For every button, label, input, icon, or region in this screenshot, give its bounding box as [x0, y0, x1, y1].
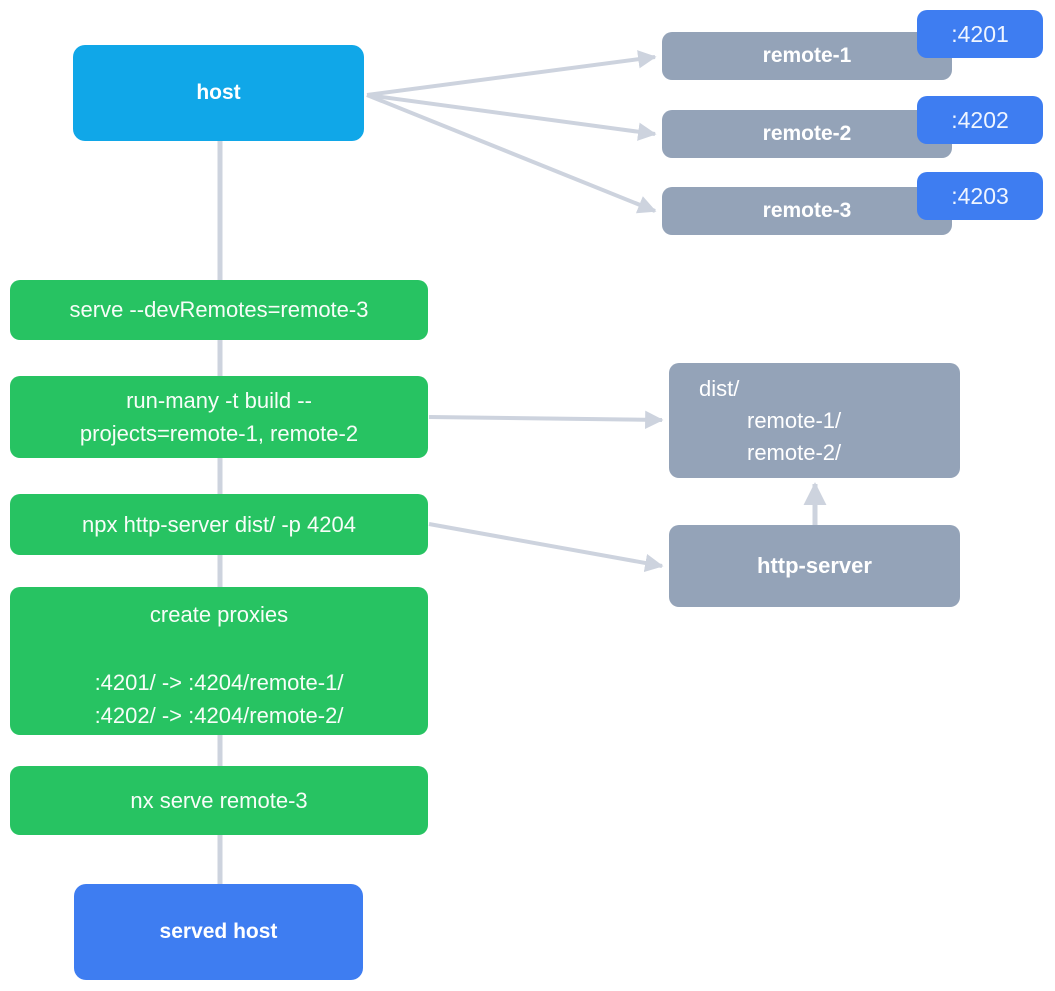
node-remote-1: remote-1	[662, 32, 952, 80]
step-run-many-line2: projects=remote-1, remote-2	[79, 421, 359, 446]
proxy-mapping-2: :4202/ -> :4204/remote-2/	[94, 703, 344, 728]
node-host: host	[73, 45, 364, 141]
host-label: host	[196, 81, 241, 104]
port-badge-4202: :4202	[917, 96, 1043, 144]
step-npx-http-server-label: npx http-server dist/ -p 4204	[82, 511, 356, 537]
remote-2-label: remote-2	[762, 122, 852, 145]
arrow-host-remote-1	[366, 50, 657, 97]
dist-line-remote-2: remote-2/	[747, 439, 842, 465]
port-badge-4201: :4201	[917, 10, 1043, 58]
create-proxies-title: create proxies	[149, 602, 289, 627]
proxy-mapping-1: :4201/ -> :4204/remote-1/	[94, 670, 344, 695]
port-badge-4201-label: :4201	[951, 20, 1009, 47]
step-npx-http-server: npx http-server dist/ -p 4204	[10, 494, 428, 555]
remote-1-label: remote-1	[762, 44, 852, 67]
arrow-npx-httpserver	[428, 522, 664, 573]
remote-3-label: remote-3	[762, 199, 852, 222]
node-dist-folder: dist/ remote-1/ remote-2/	[669, 363, 960, 478]
port-badge-4203-label: :4203	[951, 182, 1009, 209]
arrow-runmany-dist	[428, 410, 664, 429]
node-remote-2: remote-2	[662, 110, 952, 158]
node-remote-3: remote-3	[662, 187, 952, 235]
step-nx-serve-remote-3: nx serve remote-3	[10, 766, 428, 835]
step-serve-devremotes: serve --devRemotes=remote-3	[10, 280, 428, 340]
node-http-server: http-server	[669, 525, 960, 607]
served-host-label: served host	[159, 920, 278, 943]
node-served-host: served host	[74, 884, 363, 980]
step-serve-devremotes-label: serve --devRemotes=remote-3	[69, 297, 369, 322]
step-create-proxies: create proxies :4201/ -> :4204/remote-1/…	[10, 587, 428, 735]
port-badge-4202-label: :4202	[951, 106, 1009, 133]
port-badge-4203: :4203	[917, 172, 1043, 220]
step-nx-serve-remote-3-label: nx serve remote-3	[130, 787, 308, 813]
dist-line-remote-1: remote-1/	[747, 407, 842, 433]
http-server-label: http-server	[757, 553, 872, 578]
step-run-many-build: run-many -t build -- projects=remote-1, …	[10, 376, 428, 458]
dist-line-root: dist/	[699, 375, 740, 401]
arrow-host-remote-2	[366, 93, 657, 141]
step-run-many-line1: run-many -t build --	[126, 388, 312, 413]
arrow-host-remote-3	[366, 93, 657, 214]
